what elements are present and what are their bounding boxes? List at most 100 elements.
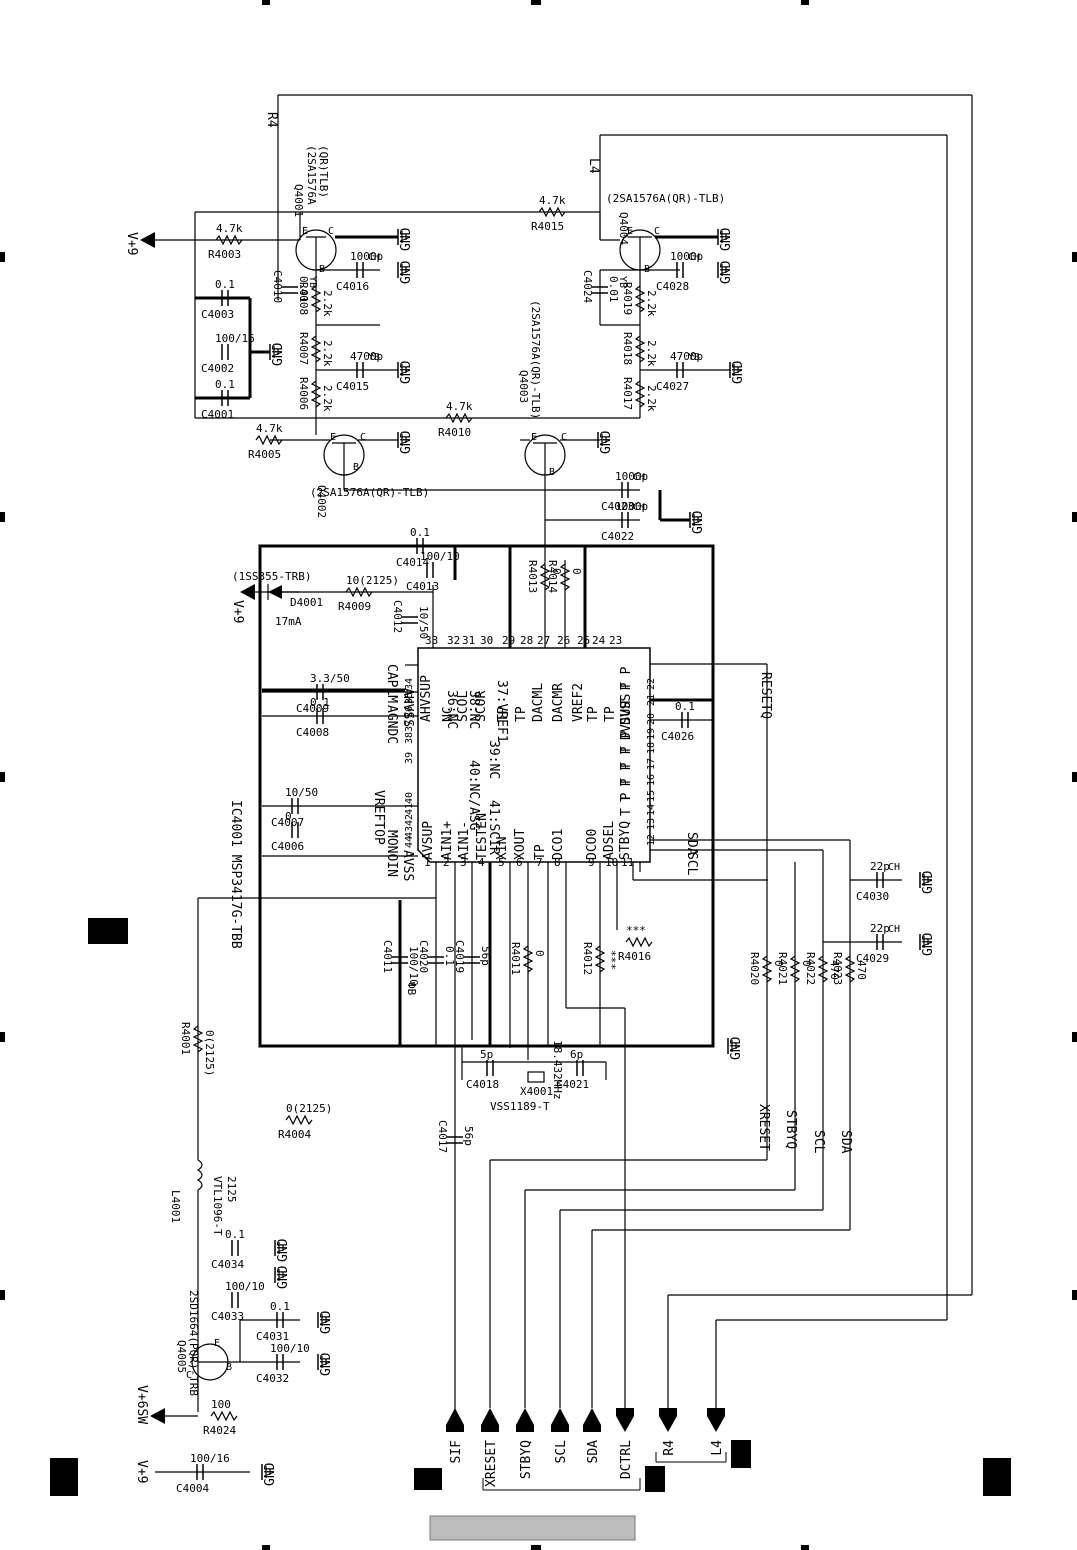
svg-text:B: B [644,264,650,275]
ic-pin-33-name: AHVSUP [419,675,434,722]
connector-stbyq: STBYQ [516,1408,534,1479]
ic-pin-40-num: 40 [404,792,415,804]
audio-buffer-network [155,211,730,560]
crystal-part: VSS1189-T [490,1100,550,1113]
ic-pin-33-num: 33 [425,634,438,647]
resistor-r4015-symbol [538,206,566,218]
ic-pin-9-name: DCO0 [585,829,600,860]
ic-pin-23-num: 23 [609,634,622,647]
resistor-r4006-symbol [310,380,322,408]
ic-outer-labels: AVSS MONOIN VREFTOP AGNDC AHVSS CAPLM [371,664,415,881]
ic-pin-16-num: 16 [646,774,657,786]
resistor-r4011-symbol [522,945,534,973]
resistor-r4021-ref: R4021 [776,952,789,985]
gnd-label: GND [599,430,614,454]
ic-pin-wires [262,546,713,857]
net-scl-label-2: SCL [811,1130,826,1154]
capacitor-c4033-ref: C4033 [211,1310,244,1323]
capacitor-c4002-value: 100/16 [215,332,255,345]
ic-pin-35-num: 35 [404,692,415,704]
capacitor-c4031-value: 0.1 [270,1300,290,1313]
ic-pin-15-num: 15 [646,790,657,802]
ic-pin-42-num: 42 [404,814,415,826]
crystal-freq: 18.432MHz [551,1040,564,1100]
resistor-r4013-ref: R4013 [526,560,539,593]
net-xreset-label: XRESET [756,1104,771,1151]
ic-pin-8-num: 8 [554,856,561,869]
capacitor-c4023-value: 1000p [615,470,648,483]
capacitor-c4030-type: CH [888,862,900,873]
capacitor-c4016-type: CH [368,252,380,263]
resistor-r4004-symbol [285,1114,313,1126]
ic-pin-28-num: 28 [520,634,533,647]
inductor-ref: L4001 [169,1190,182,1223]
ic-pin-5-num: 5 [498,856,505,869]
capacitor-c4034-ref: C4034 [211,1258,244,1271]
capacitor-c4023-ref: C4023 [601,500,634,513]
gnd-symbol: GND [274,1238,291,1262]
resistor-r4020-ref: R4020 [748,952,761,985]
ic-pin-13-num: 13 [646,818,657,830]
gnd-label: GND [719,227,734,251]
resistor-r4015-value: 4.7k [539,194,566,207]
ic-pin-23-name: TP [603,706,618,722]
capacitor-c4033-value: 100/10 [225,1280,265,1293]
ic-pin-3-name: AIN1- [457,821,472,860]
q4002-part: (2SA1576A(QR)-TLB) [310,486,429,499]
resistor-r4014-value: 0 [570,568,583,575]
ic-pin-26-num: 26 [557,634,570,647]
connector-label: XRESET [484,1440,499,1487]
ic-pin-7-num: 7 [536,856,543,869]
connector-l4: L4 [707,1408,725,1456]
corner-block-left [50,1458,78,1496]
ic-pin-27-num: 27 [537,634,550,647]
ic-pin-14-name: T P [619,792,634,816]
resistor-r4010-value: 4.7k [446,400,473,413]
resistor-r4012-symbol [594,945,606,973]
svg-text:E: E [302,226,308,237]
ic-left-pins [197,862,626,1420]
resistor-r4023-symbol [844,955,856,983]
gnd-symbol: GND [397,430,414,454]
capacitor-c4001-ref: C4001 [201,408,234,421]
diode-part: (1SS355-TRB) [232,570,311,583]
net-scl-label: SCL [684,852,699,876]
resistor-r4004-ref: R4004 [278,1128,311,1141]
resistor-r4010-ref: R4010 [438,426,471,439]
resistor-r4001-symbol [192,1025,204,1053]
gnd-symbol: GND [919,932,936,956]
ic-pin-21-name: T P [619,682,634,706]
resistor-r4023-ref: R4023 [831,952,844,985]
connector-label: STBYQ [519,1440,534,1479]
resistor-r4013-symbol [539,563,551,591]
ic-pin-11-name: STBYQ [618,821,633,860]
resistor-r4008-symbol [310,285,322,313]
resistor-r4017-value: 2.2k [645,385,658,412]
svg-text:E: E [214,1338,220,1349]
ic-pin-26-name: DACMR [551,683,566,722]
ic-pin-29-name: TP [496,706,511,722]
net-l4-top: L4 [586,158,601,174]
ic-pin-11-num: 11 [621,856,634,869]
connector-label: DCTRL [619,1440,634,1479]
ic-pin-32-name: NC [441,706,456,722]
resistor-r4003-value: 4.7k [216,222,243,235]
control-nets: RESETQ SDA SCL XRESET STBYQ SCL SDA [489,663,902,1408]
resistor-r4022-symbol [817,955,829,983]
capacitor-c4015-ref: C4015 [336,380,369,393]
net-agndc: AGNDC [384,705,399,744]
ic-pin-19-name: DVSUP [619,701,634,740]
capacitor-c4010-type: YB [307,276,318,288]
svg-text:E: E [531,432,537,443]
resistor-r4024-value: 100 [211,1398,231,1411]
ic-inner-37: 37:VREF1 [494,680,509,743]
resistor-r4001-ref: R4001 [179,1022,192,1055]
net-monoin: MONOIN [384,830,399,877]
resistor-r4003-ref: R4003 [208,248,241,261]
supply-v9-bottom: V+9 [134,1460,149,1483]
ic-pin-1-name: AVSUP [421,821,436,860]
connector-sda: SDA [583,1408,601,1463]
ic-pin-18-name: T P [619,730,634,754]
